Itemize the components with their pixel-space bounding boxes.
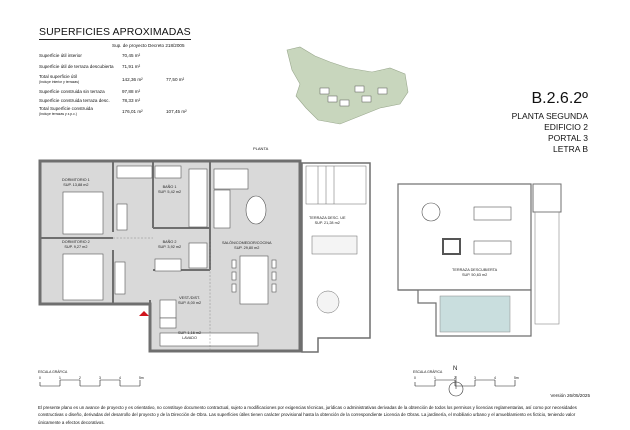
scale-tick: 5m: [514, 376, 519, 380]
scale-tick: 5m: [139, 376, 144, 380]
unit-floor: PLANTA SEGUNDA: [511, 111, 588, 121]
unit-building: EDIFICIO 2: [544, 122, 588, 132]
row-value: 97,88 m²: [122, 89, 141, 94]
scale-bar-left: [39, 379, 141, 387]
surfaces-title: SUPERFICIES APROXIMADAS: [39, 26, 191, 38]
row-value: 78,33 m²: [122, 98, 141, 103]
row-value: 71,91 m²: [122, 64, 141, 69]
entry-marker: [139, 311, 149, 316]
plan-label: PLANTA: [253, 146, 269, 151]
scale-bar-right: [414, 379, 516, 387]
apartment-plan: [38, 159, 302, 353]
scale-label-right: ESCALA GRÁFICA: [413, 370, 443, 374]
scale-tick: 1: [434, 376, 436, 380]
scale-tick: 4: [119, 376, 121, 380]
row-value: 70,45 m²: [122, 53, 141, 58]
terrace-plan: [301, 162, 371, 353]
scale-tick: 2: [79, 376, 81, 380]
row-decree-value: 77,50 m²: [166, 77, 185, 82]
row-value: 142,36 m²: [122, 77, 143, 82]
unit-code: B.2.6.2º: [531, 90, 588, 107]
scale-tick: 3: [474, 376, 476, 380]
unit-letter: LETRA B: [553, 144, 588, 154]
row-sublabel: (Incluye interior y terrazas): [39, 80, 80, 84]
row-label: Superficie útil de terraza descubierta: [39, 64, 114, 69]
disclaimer-text: El presente plano es un avance de proyec…: [38, 405, 577, 425]
surfaces-header: Sup. de proyecto Decreto 218/2005: [112, 43, 185, 48]
version-label: Versión 26/05/2025: [550, 393, 590, 398]
row-value: 176,01 m²: [122, 109, 143, 114]
unit-portal: PORTAL 3: [548, 133, 588, 143]
row-label: Superficie útil interior: [39, 53, 82, 58]
scale-tick: 0: [39, 376, 41, 380]
north-label: N: [453, 366, 458, 372]
dining-chairs: [231, 259, 277, 293]
north-arrow-icon: [448, 376, 464, 397]
row-label: Superficie construida terraza desc.: [39, 98, 110, 103]
title-divider: [39, 39, 191, 40]
roof-terrace-plan: [397, 183, 562, 337]
row-sublabel: (Incluye terrazas y z.p.c.): [39, 112, 77, 116]
row-label: Total Superficie construida: [39, 106, 93, 111]
scale-tick: 1: [59, 376, 61, 380]
scale-tick: 0: [414, 376, 416, 380]
row-label: Superficie construida sin terraza: [39, 89, 105, 94]
scale-label-left: ESCALA GRÁFICA: [38, 370, 68, 374]
row-decree-value: 107,45 m²: [166, 109, 187, 114]
pool: [439, 295, 511, 333]
scale-tick: 2: [454, 376, 456, 380]
scale-tick: 4: [494, 376, 496, 380]
scale-tick: 3: [99, 376, 101, 380]
row-label: Total superficie útil: [39, 74, 77, 79]
site-plan: [286, 46, 409, 125]
room-vestibulo: VEST./DIST.SUP. 8,00 m2: [178, 296, 202, 305]
